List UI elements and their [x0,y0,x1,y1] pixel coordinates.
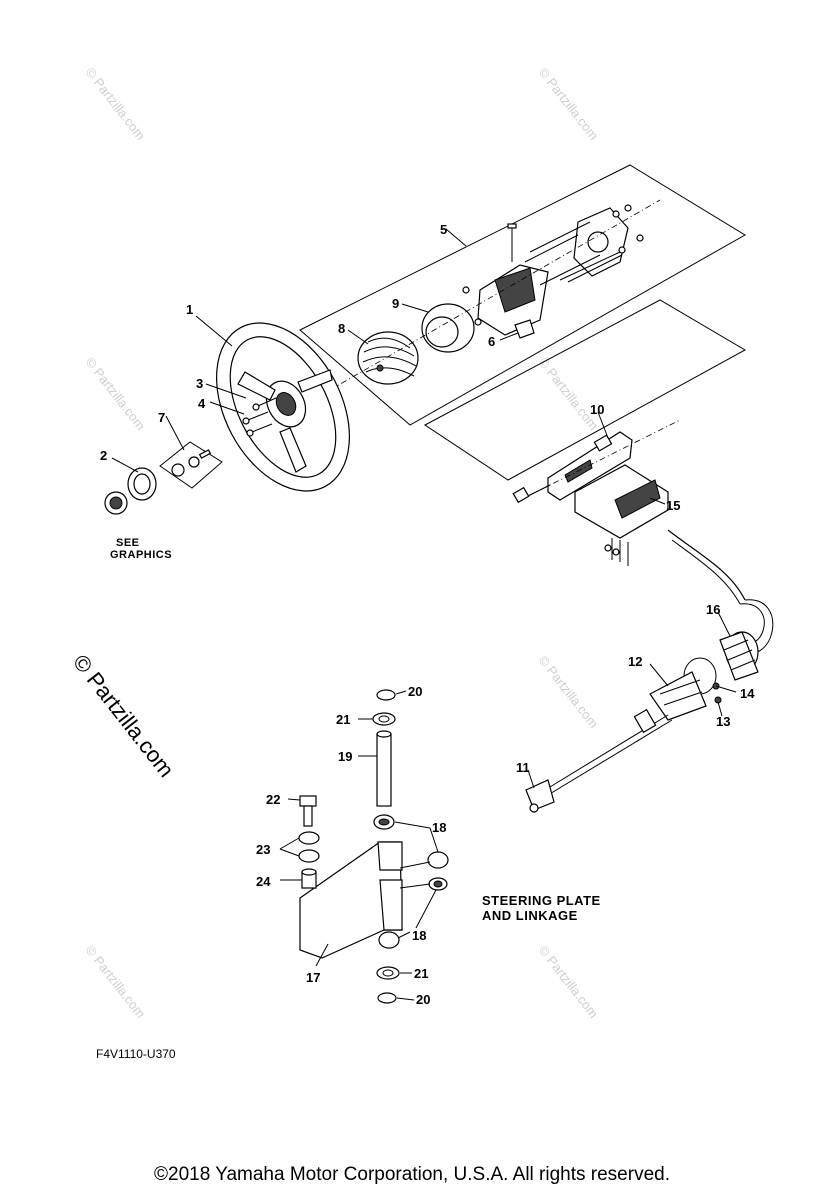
copyright-notice: ©2018 Yamaha Motor Corporation, U.S.A. A… [154,1164,670,1185]
steering-column-box [299,164,746,426]
steering-cable-box [424,299,747,481]
callout-16: 16 [706,602,720,617]
callout-14: 14 [740,686,755,701]
steering-plate-note: AND LINKAGE [482,908,578,923]
callout-19: 19 [338,749,352,764]
callout-23: 23 [256,842,270,857]
bellows-cover [357,331,419,385]
see-graphics-note: SEE [116,537,140,549]
callout-20-lower: 20 [416,992,430,1007]
callout-6: 6 [488,334,495,349]
callout-20-upper: 20 [408,684,422,699]
callout-10: 10 [590,402,604,417]
callout-labels: 1 2 3 4 5 6 7 8 9 10 11 12 13 14 15 16 1… [100,222,755,1007]
callout-7: 7 [158,410,165,425]
parts-diagram: © Partzilla.com © Partzilla.com © Partzi… [68,65,774,1061]
callout-5: 5 [440,222,447,237]
callout-11: 11 [516,760,530,775]
watermark-small: © Partzilla.com [83,943,149,1021]
callout-8: 8 [338,321,345,336]
callout-18-lower: 18 [412,928,426,943]
callout-12: 12 [628,654,642,669]
callout-4: 4 [198,396,206,411]
callout-3: 3 [196,376,203,391]
callout-2: 2 [100,448,107,463]
callout-21-lower: 21 [414,966,428,981]
callout-21-upper: 21 [336,712,350,727]
steering-plate-drawing [298,689,449,1004]
watermark-small: © Partzilla.com [536,355,602,433]
callout-1: 1 [186,302,193,317]
callout-22: 22 [266,792,280,807]
watermark-small: © Partzilla.com [536,65,602,143]
steering-plate-note: STEERING PLATE [482,893,601,908]
notes: SEE GRAPHICS STEERING PLATE AND LINKAGE … [96,537,601,1061]
wheel-nut-group [104,441,223,515]
helm-housing-drawing [329,199,661,391]
callout-13: 13 [716,714,730,729]
watermark-big: © Partzilla.com [68,650,179,782]
steering-cable-drawing [512,419,774,813]
watermark-small: © Partzilla.com [536,653,602,731]
watermark-small: © Partzilla.com [83,65,149,143]
callout-9: 9 [392,296,399,311]
callout-15: 15 [666,498,680,513]
watermark-small: © Partzilla.com [536,943,602,1021]
callout-17: 17 [306,970,320,985]
callout-18-upper: 18 [432,820,446,835]
helm-body [462,204,644,339]
callout-24: 24 [256,874,271,889]
watermark-small: © Partzilla.com [83,355,149,433]
leader-lines [111,228,737,1001]
steering-wheel [216,322,350,492]
see-graphics-note: GRAPHICS [110,549,172,561]
ring-housing [421,303,475,353]
diagram-code: F4V1110-U370 [96,1047,176,1061]
